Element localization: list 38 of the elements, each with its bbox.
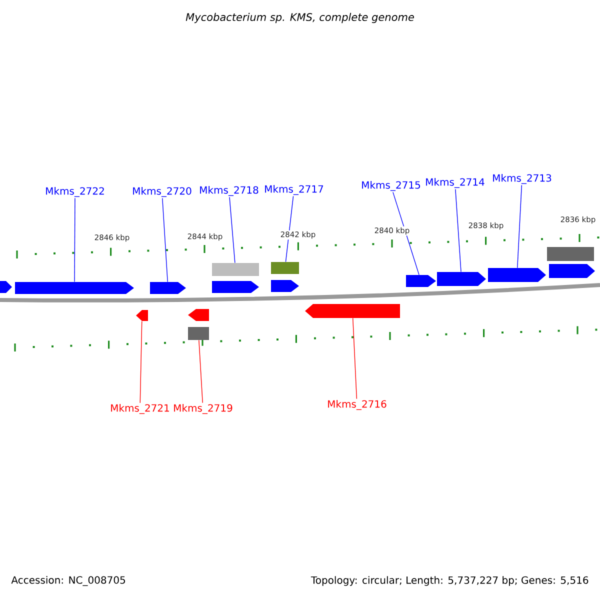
gene-block xyxy=(549,264,595,278)
gene-block xyxy=(212,281,259,293)
gene-label: Mkms_2714 xyxy=(426,178,484,188)
leader-line xyxy=(198,340,203,404)
feature-box xyxy=(188,327,209,340)
info-text: Accession: NC_008705 xyxy=(11,576,126,586)
gene-block xyxy=(488,268,546,282)
gene-label: Mkms_2722 xyxy=(46,187,104,197)
gene-label: Mkms_2718 xyxy=(200,186,258,196)
gene-label: Mkms_2716 xyxy=(328,400,386,410)
gene-label: Mkms_2713 xyxy=(493,174,552,184)
leader-line xyxy=(352,318,358,400)
leader-line xyxy=(162,198,168,282)
title: Mycobacterium sp. KMS, complete genome xyxy=(186,12,414,24)
leader-line xyxy=(74,198,76,282)
gene-block xyxy=(15,282,134,294)
leader-line xyxy=(140,320,142,404)
leader-line xyxy=(392,192,420,276)
gene-block xyxy=(406,275,436,287)
gene-block xyxy=(305,304,400,318)
gene-block xyxy=(136,310,148,321)
gene-block xyxy=(150,282,186,294)
leader-line xyxy=(229,196,236,264)
gene-block xyxy=(188,309,209,321)
gene-label: Mkms_2717 xyxy=(265,185,324,195)
gene-block xyxy=(271,280,299,292)
feature-box xyxy=(271,262,299,274)
info-text: Topology: circular; Length: 5,737,227 bp; Genes: 5,516 xyxy=(310,576,588,586)
gene-label: Mkms_2721 xyxy=(111,404,169,414)
leader-line xyxy=(455,188,462,272)
gene-label: Mkms_2720 xyxy=(133,187,192,197)
gene-block xyxy=(0,281,12,293)
gene-label: Mkms_2715 xyxy=(362,181,420,191)
gene-block xyxy=(437,272,486,286)
gene-label: Mkms_2719 xyxy=(174,404,232,414)
feature-box xyxy=(212,263,259,276)
leader-line xyxy=(517,184,522,268)
feature-box xyxy=(547,247,594,261)
